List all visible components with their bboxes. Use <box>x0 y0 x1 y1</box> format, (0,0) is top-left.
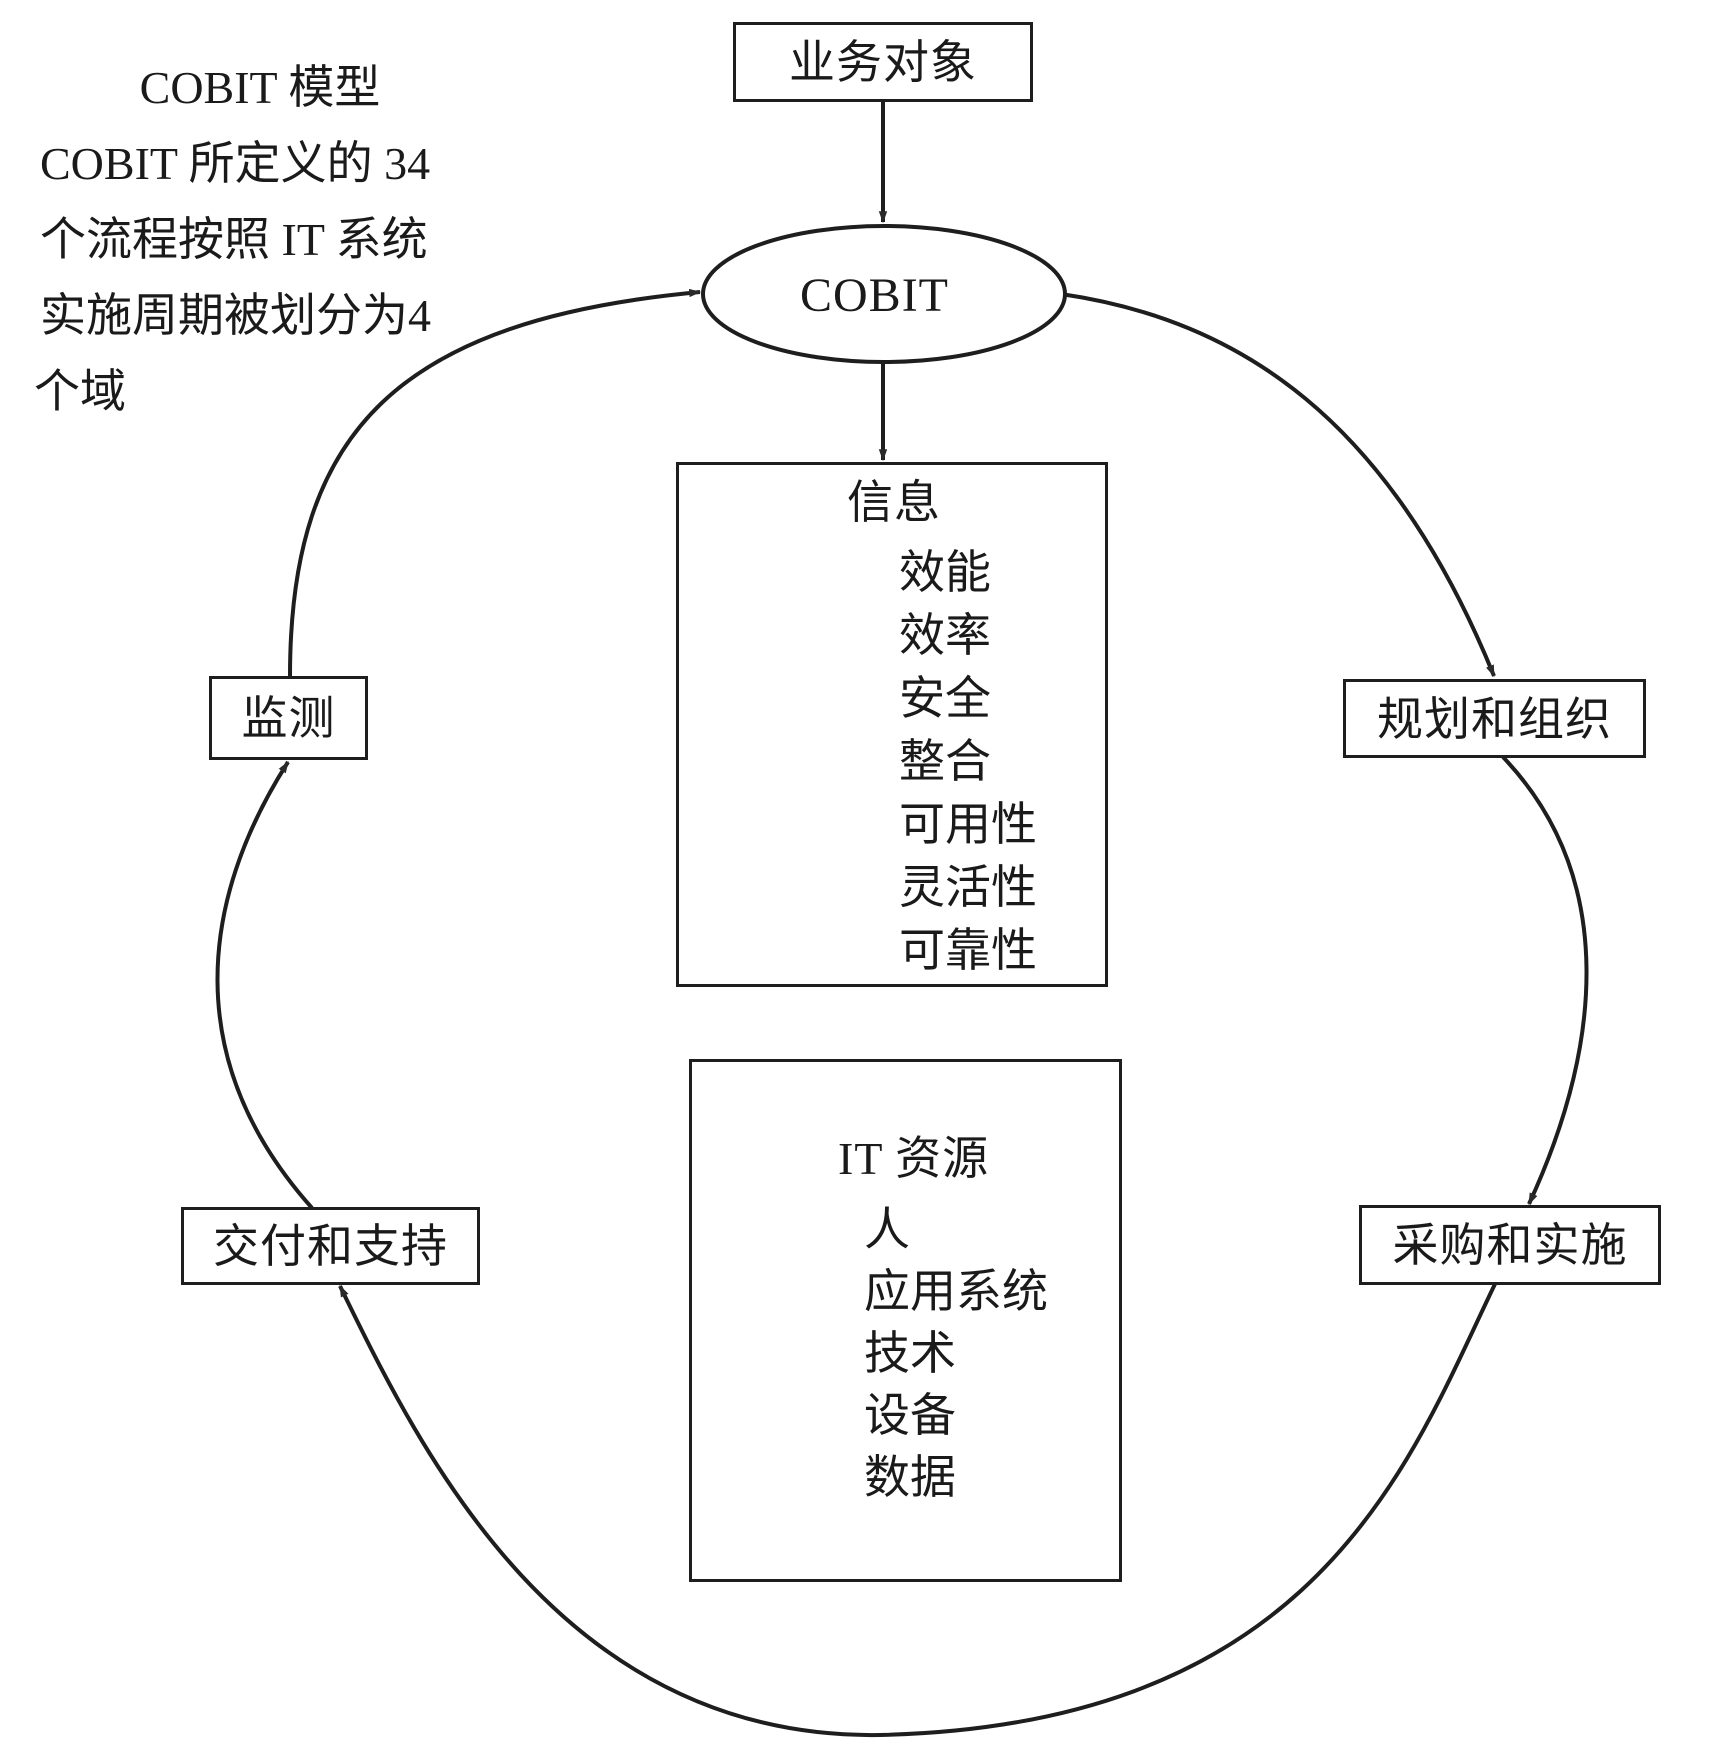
arrow-acquire-implement-to-deliver-support <box>338 1283 1497 1738</box>
it-resource-item: 应用系统 <box>864 1264 1048 1318</box>
monitor-label: 监测 <box>241 691 336 745</box>
it-resource-item: 人 <box>864 1202 910 1256</box>
plan-organize-label: 规划和组织 <box>1377 691 1612 746</box>
information-criterion: 安全 <box>899 671 991 725</box>
intro-line: 实施周期被划分为4 <box>40 290 431 341</box>
intro-line: 个流程按照 IT 系统 <box>40 214 428 265</box>
it-resource-item: 技术 <box>864 1326 956 1380</box>
it-resources-list: 人 应用系统 技术 设备 数据 <box>864 1198 1048 1508</box>
information-box: 信息 效能 效率 安全 整合 可用性 灵活性 可靠性 <box>676 462 1108 987</box>
it-resources-heading: IT 资源 <box>838 1133 990 1184</box>
information-heading: 信息 <box>847 475 941 529</box>
information-criterion: 效率 <box>899 608 991 662</box>
business-objects-node: 业务对象 <box>733 22 1033 102</box>
intro-line: COBIT 所定义的 34 <box>40 138 431 189</box>
monitor-node: 监测 <box>209 676 368 760</box>
information-criteria-list: 效能 效率 安全 整合 可用性 灵活性 可靠性 <box>899 541 1037 982</box>
information-criterion: 可靠性 <box>899 923 1037 977</box>
information-criterion: 可用性 <box>899 797 1037 851</box>
intro-text: COBIT 模型 COBIT 所定义的 34 个流程按照 IT 系统 实施周期被… <box>34 50 480 430</box>
deliver-support-label: 交付和支持 <box>213 1219 448 1273</box>
it-resource-item: 数据 <box>864 1450 956 1504</box>
arrow-deliver-support-to-monitor <box>215 760 314 1210</box>
information-criterion: 整合 <box>899 734 991 788</box>
business-objects-label: 业务对象 <box>789 35 977 89</box>
arrow-plan-organize-to-acquire-implement <box>1501 755 1589 1206</box>
information-criterion: 灵活性 <box>899 860 1037 914</box>
arrow-cobit-to-plan-organize <box>1060 292 1496 678</box>
intro-title: COBIT 模型 <box>139 62 381 113</box>
cobit-label: COBIT <box>800 269 949 322</box>
it-resources-box: IT 资源 人 应用系统 技术 设备 数据 <box>689 1059 1122 1582</box>
it-resource-item: 设备 <box>864 1388 956 1442</box>
intro-line: 个域 <box>34 366 126 417</box>
arrow-monitor-to-cobit <box>288 288 702 677</box>
acquire-implement-label: 采购和实施 <box>1392 1218 1628 1272</box>
cobit-ellipse <box>701 224 1067 364</box>
plan-organize-node: 规划和组织 <box>1343 679 1646 758</box>
deliver-support-node: 交付和支持 <box>181 1207 480 1285</box>
information-criterion: 效能 <box>899 545 991 599</box>
acquire-implement-node: 采购和实施 <box>1359 1205 1661 1285</box>
